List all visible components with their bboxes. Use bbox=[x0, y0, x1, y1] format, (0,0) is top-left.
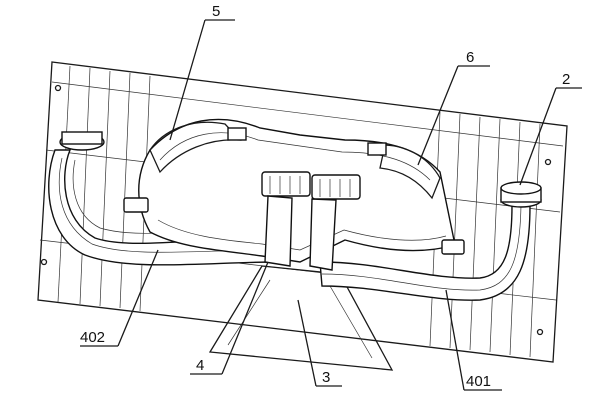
callout-4: 4 bbox=[196, 357, 204, 374]
callout-5: 5 bbox=[212, 3, 220, 20]
mount-hole bbox=[544, 158, 552, 166]
callout-401: 401 bbox=[466, 373, 491, 390]
callout-2: 2 bbox=[562, 71, 570, 88]
callout-402: 402 bbox=[80, 329, 105, 346]
callout-3: 3 bbox=[322, 369, 330, 386]
muffler-assembly bbox=[123, 118, 465, 271]
callout-6: 6 bbox=[466, 49, 474, 66]
leader-lines bbox=[80, 19, 582, 391]
mount-hole bbox=[536, 328, 544, 336]
right-exhaust-pipe bbox=[319, 181, 542, 301]
central-tunnel bbox=[208, 265, 394, 371]
mount-hole bbox=[54, 84, 62, 92]
mount-hole bbox=[40, 258, 48, 266]
